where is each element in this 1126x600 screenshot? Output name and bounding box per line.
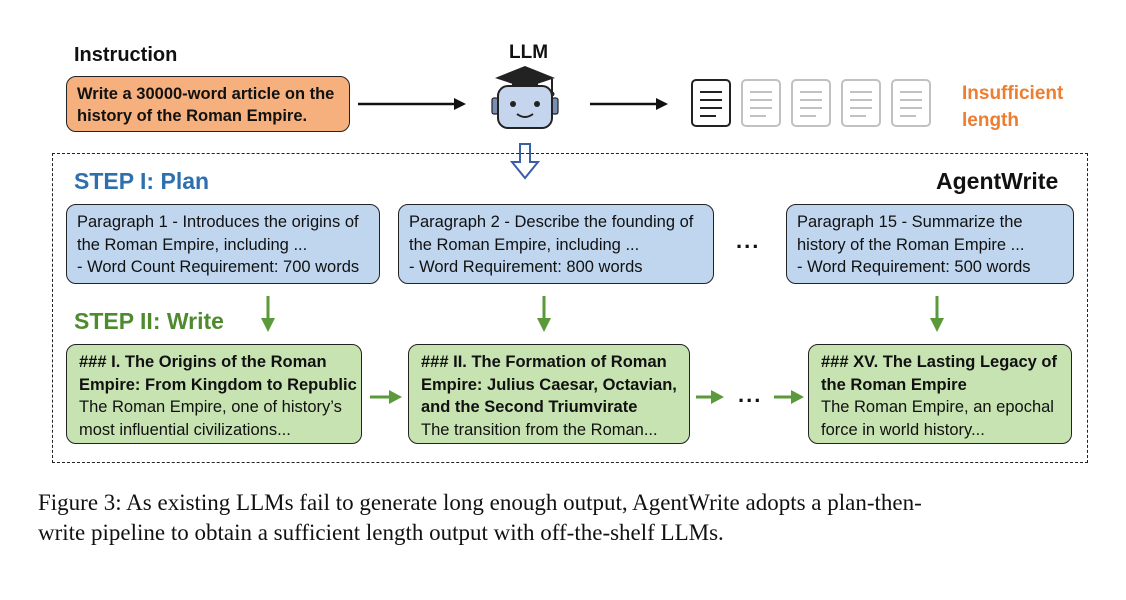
arrow-instruction-to-llm bbox=[358, 98, 466, 110]
insufficient-length-label: Insufficient length bbox=[962, 80, 1063, 134]
plan-line: - Word Count Requirement: 700 words bbox=[77, 258, 360, 276]
scroll-icon bbox=[691, 79, 731, 127]
write-body-line: The Roman Empire, an epochal bbox=[821, 398, 1054, 416]
instruction-line: Write a 30000-word article on the bbox=[77, 85, 335, 103]
write-box: ### XV. The Lasting Legacy of the Roman … bbox=[808, 344, 1072, 444]
scroll-icon bbox=[841, 79, 881, 127]
write-heading-line: the Roman Empire bbox=[821, 375, 967, 394]
step2-title: STEP II: Write bbox=[74, 308, 224, 334]
write-body-line: most influential civilizations... bbox=[79, 420, 291, 439]
write-box: ### II. The Formation of Roman Empire: J… bbox=[408, 344, 690, 444]
write-heading-line: ### II. The Formation of Roman bbox=[421, 353, 667, 371]
agentwrite-frame bbox=[52, 153, 1088, 463]
figure-caption: Figure 3: As existing LLMs fail to gener… bbox=[38, 488, 1098, 548]
llm-label: LLM bbox=[509, 42, 549, 63]
step1-title: STEP I: Plan bbox=[74, 168, 210, 194]
insufficient-line: Insufficient bbox=[962, 83, 1064, 104]
caption-line: write pipeline to obtain a sufficient le… bbox=[38, 520, 724, 545]
write-body-line: The Roman Empire, one of history’s bbox=[79, 398, 342, 416]
plan-box: Paragraph 15 - Summarize the history of … bbox=[786, 204, 1074, 284]
plan-line: the Roman Empire, including ... bbox=[77, 235, 308, 254]
plan-line: Paragraph 1 - Introduces the origins of bbox=[77, 213, 359, 231]
write-heading-line: Empire: From Kingdom to Republic bbox=[79, 375, 357, 394]
write-heading-line: ### XV. The Lasting Legacy of bbox=[821, 353, 1057, 371]
plan-ellipsis: ... bbox=[736, 228, 761, 253]
write-heading-line: ### I. The Origins of the Roman bbox=[79, 353, 327, 371]
plan-line: the Roman Empire, including ... bbox=[409, 235, 640, 254]
plan-line: history of the Roman Empire ... bbox=[797, 235, 1025, 254]
scroll-icon bbox=[791, 79, 831, 127]
write-body-line: force in world history... bbox=[821, 420, 985, 439]
write-heading-line: Empire: Julius Caesar, Octavian, bbox=[421, 375, 677, 394]
instruction-line: history of the Roman Empire. bbox=[77, 107, 308, 125]
instruction-box: Write a 30000-word article on the histor… bbox=[66, 76, 350, 132]
arrow-llm-to-output bbox=[590, 98, 668, 110]
robot-graduate-icon bbox=[491, 66, 559, 129]
plan-box: Paragraph 2 - Describe the founding of t… bbox=[398, 204, 714, 284]
caption-line: Figure 3: As existing LLMs fail to gener… bbox=[38, 490, 922, 515]
write-body-line: The transition from the Roman... bbox=[421, 420, 658, 439]
write-ellipsis: ... bbox=[738, 382, 763, 407]
plan-line: Paragraph 15 - Summarize the bbox=[797, 213, 1023, 231]
write-box: ### I. The Origins of the Roman Empire: … bbox=[66, 344, 362, 444]
write-heading-line: and the Second Triumvirate bbox=[421, 398, 638, 416]
scroll-icon bbox=[891, 79, 931, 127]
scroll-icon bbox=[741, 79, 781, 127]
plan-line: Paragraph 2 - Describe the founding of bbox=[409, 213, 694, 231]
instruction-label: Instruction bbox=[74, 44, 178, 66]
plan-line: - Word Requirement: 500 words bbox=[797, 258, 1031, 276]
plan-box: Paragraph 1 - Introduces the origins of … bbox=[66, 204, 380, 284]
agentwrite-title: AgentWrite bbox=[936, 168, 1059, 194]
insufficient-line: length bbox=[962, 110, 1019, 131]
plan-line: - Word Requirement: 800 words bbox=[409, 258, 643, 276]
